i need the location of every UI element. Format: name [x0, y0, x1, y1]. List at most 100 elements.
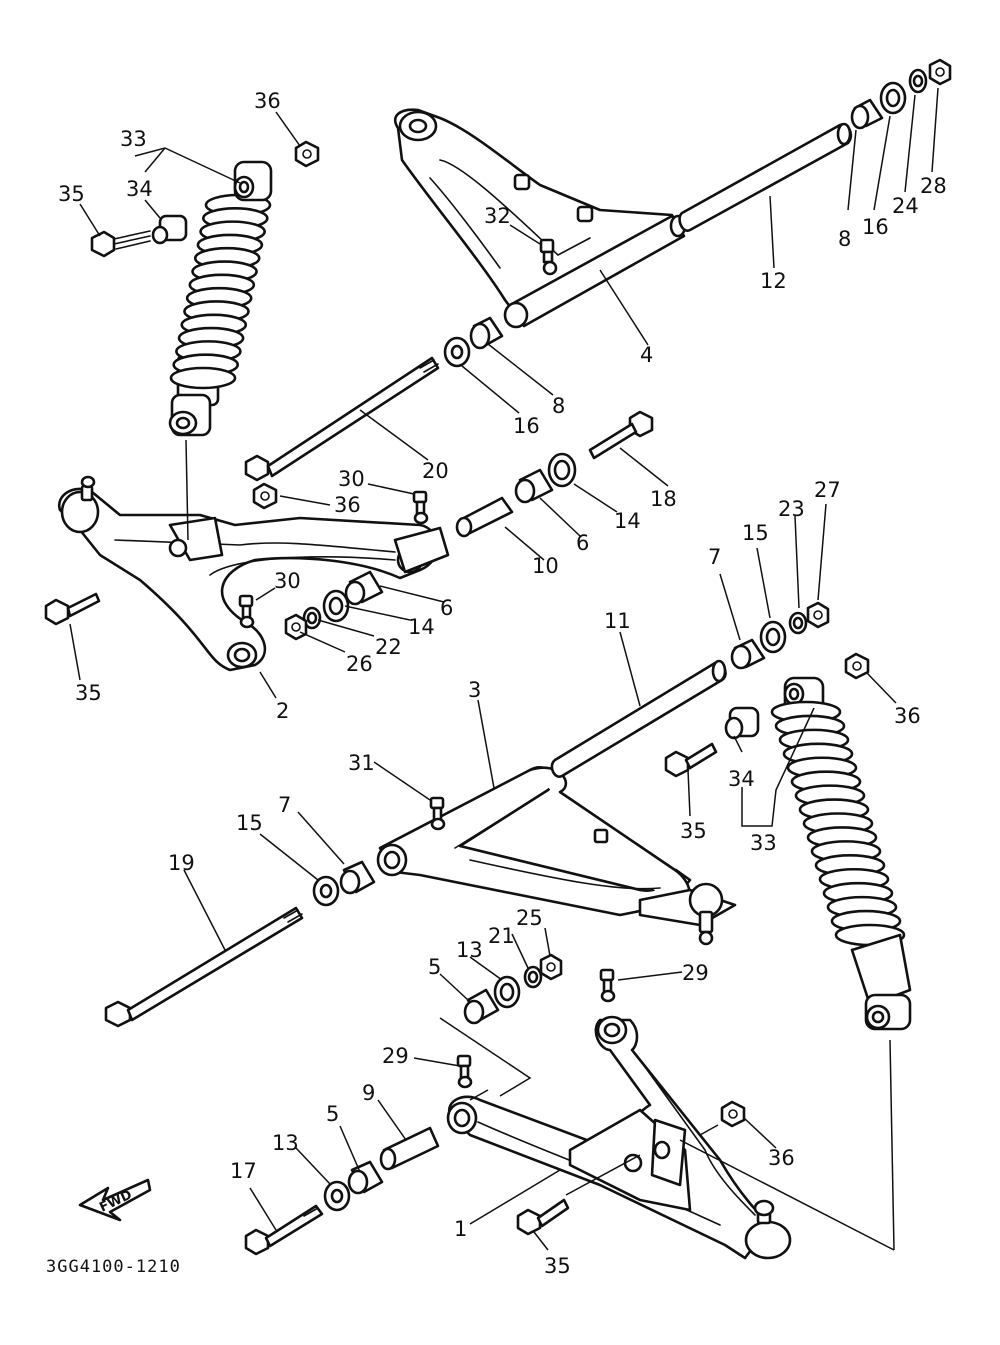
callout-25: 25: [516, 906, 543, 930]
callout-13: 13: [456, 938, 483, 962]
bushing-5-lower: [347, 1160, 384, 1195]
callout-16: 16: [513, 414, 540, 438]
nut-26: [284, 613, 308, 641]
callout-27: 27: [814, 478, 841, 502]
callout-29: 29: [382, 1044, 409, 1068]
lower-arm-3: [376, 766, 737, 946]
callout-30: 30: [338, 467, 365, 491]
nut-36-lower: [720, 1100, 746, 1128]
fwd-arrow-icon: FWD: [78, 1178, 152, 1222]
collar-8-upper-right: [850, 98, 884, 130]
callout-12: 12: [760, 269, 787, 293]
pivot-shaft-12: [678, 122, 853, 232]
bolt-35-upper: [90, 230, 151, 258]
callout-22: 22: [375, 635, 402, 659]
callout-30: 30: [274, 569, 301, 593]
nut-36-upper: [294, 140, 320, 168]
callout-5: 5: [428, 955, 441, 979]
collar-9: [379, 1126, 440, 1171]
callout-31: 31: [348, 751, 375, 775]
callout-34: 34: [728, 767, 755, 791]
shock-absorber-left: [168, 160, 273, 437]
callout-4: 4: [640, 343, 653, 367]
callout-33: 33: [120, 127, 147, 151]
callout-35: 35: [58, 182, 85, 206]
bearing-15-right: [759, 620, 787, 654]
bushing-5-upper: [463, 988, 500, 1025]
bearing-13-upper: [493, 975, 521, 1009]
nut-36-arm2: [252, 482, 278, 510]
callout-10: 10: [532, 554, 559, 578]
grease-nipple-32: [539, 238, 558, 276]
callout-23: 23: [778, 497, 805, 521]
callout-36: 36: [768, 1146, 795, 1170]
bearing-16-upper-right: [879, 81, 907, 115]
grease-nipple-30-upper: [412, 490, 429, 525]
callout-7: 7: [708, 545, 721, 569]
collar-7-left: [339, 860, 376, 895]
leader-lines: [69, 87, 939, 1251]
grease-nipple-30-lower: [238, 594, 255, 629]
callout-1: 1: [454, 1217, 467, 1241]
callout-34: 34: [126, 177, 153, 201]
lower-arm-1: [446, 1015, 792, 1260]
callout-2: 2: [276, 699, 289, 723]
bolt-35-left: [44, 592, 101, 626]
nut-25: [539, 953, 563, 981]
shock-absorber-right: [770, 676, 912, 1031]
callout-19: 19: [168, 851, 195, 875]
bearing-13-lower: [323, 1180, 351, 1212]
drawing-code: 3GG4100-1210: [46, 1257, 181, 1277]
bolt-18: [588, 410, 654, 460]
bolt-20: [244, 356, 440, 482]
washer-23: [788, 611, 808, 635]
upper-arm-4: [393, 108, 687, 329]
callout-numbers: 36 33 34 35 32 12 8 16 24 28 4 8 16 20 1…: [58, 89, 947, 1278]
collar-8-upper-left: [469, 316, 504, 350]
callout-32: 32: [484, 204, 511, 228]
bushing-34-upper: [151, 214, 188, 245]
grease-nipple-29-left: [456, 1054, 473, 1089]
callout-14: 14: [408, 615, 435, 639]
nut-28: [928, 58, 952, 86]
washer-22: [302, 606, 322, 630]
bolt-19: [104, 906, 304, 1028]
callout-11: 11: [604, 609, 631, 633]
lower-left-arm-2: [57, 475, 450, 672]
callout-6: 6: [576, 531, 589, 555]
bearing-14-lower: [322, 589, 350, 623]
callout-29: 29: [682, 961, 709, 985]
callout-3: 3: [468, 678, 481, 702]
callout-15: 15: [236, 811, 263, 835]
bolt-35-right: [664, 742, 718, 778]
callout-14: 14: [614, 509, 641, 533]
callout-9: 9: [362, 1081, 375, 1105]
bushing-6-upper: [514, 468, 554, 504]
nut-36-right: [844, 652, 870, 680]
callout-36: 36: [334, 493, 361, 517]
callout-35: 35: [544, 1254, 571, 1278]
callout-21: 21: [488, 924, 515, 948]
callout-26: 26: [346, 652, 373, 676]
callout-33: 33: [750, 831, 777, 855]
callout-24: 24: [892, 194, 919, 218]
callout-35: 35: [680, 819, 707, 843]
bearing-15-left: [312, 875, 340, 907]
callout-28: 28: [920, 174, 947, 198]
nut-27: [806, 601, 830, 629]
callout-20: 20: [422, 459, 449, 483]
washer-24: [908, 68, 928, 94]
callout-15: 15: [742, 521, 769, 545]
collar-10: [455, 496, 514, 538]
callout-16: 16: [862, 215, 889, 239]
collar-7-right: [730, 638, 766, 670]
callout-8: 8: [552, 394, 565, 418]
bolt-17: [244, 1204, 324, 1256]
callout-13: 13: [272, 1131, 299, 1155]
callout-17: 17: [230, 1159, 257, 1183]
bolt-35-bottom: [516, 1198, 570, 1236]
callout-8: 8: [838, 227, 851, 251]
callout-6: 6: [440, 596, 453, 620]
